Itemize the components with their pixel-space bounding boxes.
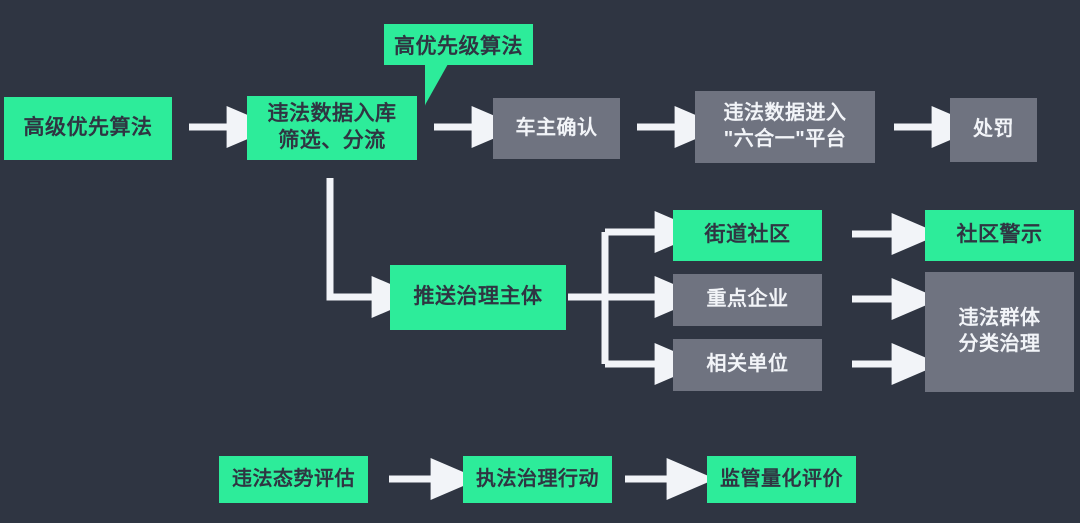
node-street-community[interactable]: 街道社区: [673, 210, 822, 261]
node-label: 监管量化评价: [720, 467, 843, 490]
node-label: 街道社区: [704, 223, 791, 247]
node-violation-data-entry[interactable]: 违法数据入库 筛选、分流: [247, 96, 417, 160]
node-label: 违法群体 分类治理: [958, 307, 1041, 355]
node-violation-group-classification[interactable]: 违法群体 分类治理: [925, 272, 1074, 392]
node-owner-confirmation[interactable]: 车主确认: [493, 98, 620, 159]
node-related-unit[interactable]: 相关单位: [673, 339, 822, 391]
node-push-governance-entity[interactable]: 推送治理主体: [390, 265, 566, 330]
node-label: 重点企业: [706, 288, 789, 311]
node-label: 违法态势评估: [232, 467, 355, 490]
node-label: 高级优先算法: [23, 116, 153, 140]
node-label: 相关单位: [706, 353, 789, 376]
branch-bracket: [568, 211, 704, 385]
elbow-entry-to-push: [326, 178, 421, 318]
node-label: 执法治理行动: [476, 467, 599, 490]
node-label: 车主确认: [515, 116, 598, 139]
node-six-in-one-platform[interactable]: 违法数据进入 "六合一"平台: [695, 91, 875, 163]
node-label: 处罚: [973, 118, 1014, 141]
node-advanced-priority-algorithm[interactable]: 高级优先算法: [4, 97, 172, 160]
node-label: 社区警示: [956, 223, 1043, 247]
node-regulatory-quantitative-evaluation[interactable]: 监管量化评价: [707, 456, 856, 503]
node-key-enterprise[interactable]: 重点企业: [673, 274, 822, 326]
node-label: 推送治理主体: [413, 285, 543, 309]
node-label: 违法数据入库 筛选、分流: [267, 102, 397, 152]
callout-high-priority-algorithm[interactable]: 高优先级算法: [384, 24, 533, 65]
node-enforcement-action[interactable]: 执法治理行动: [463, 456, 612, 503]
callout-tail-fill-icon: [425, 64, 448, 105]
node-label: 违法数据进入 "六合一"平台: [723, 102, 847, 150]
node-community-warning[interactable]: 社区警示: [925, 210, 1074, 261]
node-penalty[interactable]: 处罚: [950, 98, 1037, 162]
node-violation-situation-assessment[interactable]: 违法态势评估: [219, 456, 368, 503]
callout-label: 高优先级算法: [394, 34, 523, 58]
